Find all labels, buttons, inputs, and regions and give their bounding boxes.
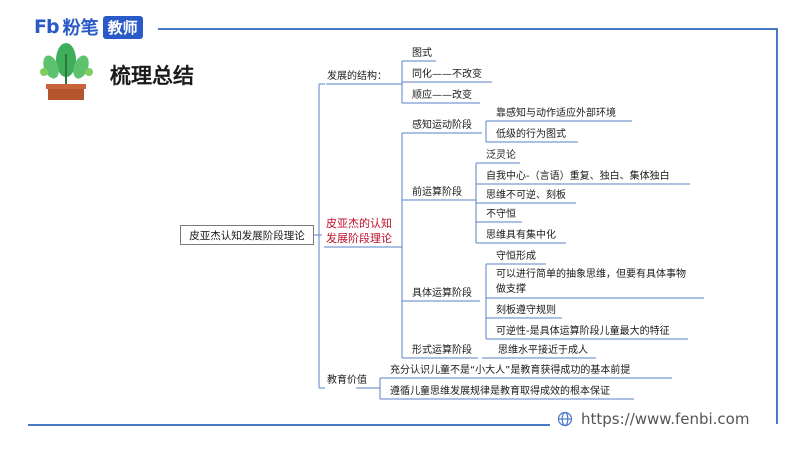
- brand-mark: Fb: [34, 16, 60, 38]
- stage-label-preoperational: 前运算阶段: [412, 187, 462, 198]
- value-item-2: 遵循儿童思维发展规律是教育取得成效的根本保证: [390, 386, 610, 397]
- stage1-item-1: 靠感知与动作适应外部环境: [496, 108, 616, 119]
- stage3-item-3: 刻板遵守规则: [496, 305, 556, 316]
- brand-name: 粉笔: [62, 18, 99, 39]
- sprout-pot-icon: [40, 43, 93, 100]
- stage2-item-2: 自我中心-（言语）重复、独白、集体独白: [486, 171, 670, 182]
- brand-logo: Fb 粉笔 教师: [34, 14, 143, 40]
- stage3-item-2: 可以进行简单的抽象思维，但要有具体事物: [496, 269, 686, 280]
- stage4-item-1: 思维水平接近于成人: [498, 345, 588, 356]
- brand-badge: 教师: [102, 15, 143, 39]
- structure-item-1: 图式: [412, 48, 432, 59]
- stage-label-formal: 形式运算阶段: [412, 345, 472, 356]
- stage1-item-2: 低级的行为图式: [496, 129, 566, 140]
- stage-label-sensorimotor: 感知运动阶段: [412, 120, 472, 131]
- structure-label: 发展的结构：: [327, 71, 387, 82]
- stage2-item-1: 泛灵论: [486, 150, 516, 161]
- value-label: 教育价值: [327, 375, 367, 386]
- stage-label-concrete: 具体运算阶段: [412, 288, 472, 299]
- center-topic-line2: 发展阶段理论: [326, 232, 392, 245]
- structure-item-2: 同化——不改变: [412, 69, 482, 80]
- value-item-1: 充分认识儿童不是“小大人”是教育获得成功的基本前提: [390, 365, 631, 376]
- mindmap-root: 皮亚杰认知发展阶段理论: [180, 225, 314, 245]
- frame-bottom-line: [28, 424, 550, 426]
- site-url: https://www.fenbi.com: [557, 410, 749, 428]
- frame-right-line: [776, 28, 778, 424]
- center-topic-line1: 皮亚杰的认知: [326, 217, 392, 230]
- stage2-item-3: 思维不可逆、刻板: [486, 190, 566, 201]
- globe-icon: [557, 411, 573, 427]
- stage3-item-1: 守恒形成: [496, 251, 536, 262]
- page-title: 梳理总结: [110, 64, 194, 88]
- site-url-text: https://www.fenbi.com: [581, 410, 750, 428]
- structure-item-3: 顺应——改变: [412, 90, 472, 101]
- stage2-item-5: 思维具有集中化: [486, 230, 556, 241]
- stage3-item-2b: 做支撑: [496, 284, 526, 295]
- frame-top-line: [158, 28, 776, 30]
- stage2-item-4: 不守恒: [486, 209, 516, 220]
- stage3-item-4: 可逆性-是具体运算阶段儿童最大的特征: [496, 326, 670, 337]
